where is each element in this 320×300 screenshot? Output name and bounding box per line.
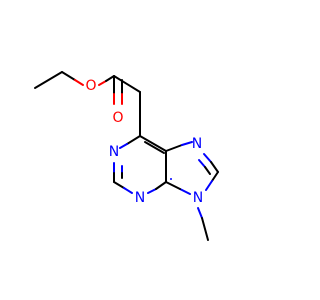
bond-c6-c5	[139, 135, 167, 152]
bond-ch2-o-red	[74, 79, 84, 86]
bond-o-c	[105, 75, 115, 82]
bond-n9-ch3	[201, 217, 209, 241]
atom-n1: N	[109, 144, 119, 160]
bond-n9-ch3-blue	[197, 207, 203, 219]
bond-c5-n7-blue	[181, 141, 193, 146]
bond-ch3-ch2	[34, 71, 63, 89]
bond-n3-c4	[155, 181, 167, 190]
bond-n7-c8	[210, 161, 219, 173]
bond-n9-c4	[165, 181, 181, 190]
bond-n9-c4-blue	[179, 188, 191, 195]
atom-n7: N	[192, 136, 202, 152]
bond-n7-c8-blue	[203, 153, 212, 163]
bond-n3-c4-blue	[147, 188, 157, 194]
bond-c2-n3-blue	[123, 187, 133, 194]
atom-n9: N	[193, 190, 203, 206]
bonds	[34, 71, 219, 241]
bond-c8-n9	[211, 171, 219, 182]
bond-ch2-o	[61, 71, 76, 81]
atom-o-ester: O	[85, 78, 96, 94]
atom-labels: O O N N N N	[85, 78, 203, 206]
bond-c5-c6-inner	[144, 141, 165, 154]
bond-n7-c8-inner-blue	[198, 159, 206, 168]
atom-n3: N	[135, 190, 145, 206]
bond-c2-n3	[113, 181, 125, 189]
bond-c6-n1	[126, 135, 141, 145]
bond-c8-n9-blue	[205, 180, 213, 191]
atom-o-carbonyl: O	[112, 110, 123, 126]
bond-c-ch2	[113, 75, 141, 93]
bond-c6-n1-blue	[119, 143, 128, 149]
molecule-structure: O O N N N N	[34, 71, 219, 241]
bond-o-c-red	[98, 80, 107, 86]
bond-c5-n7	[165, 144, 183, 152]
bond-n7-c8-inner	[204, 166, 211, 175]
